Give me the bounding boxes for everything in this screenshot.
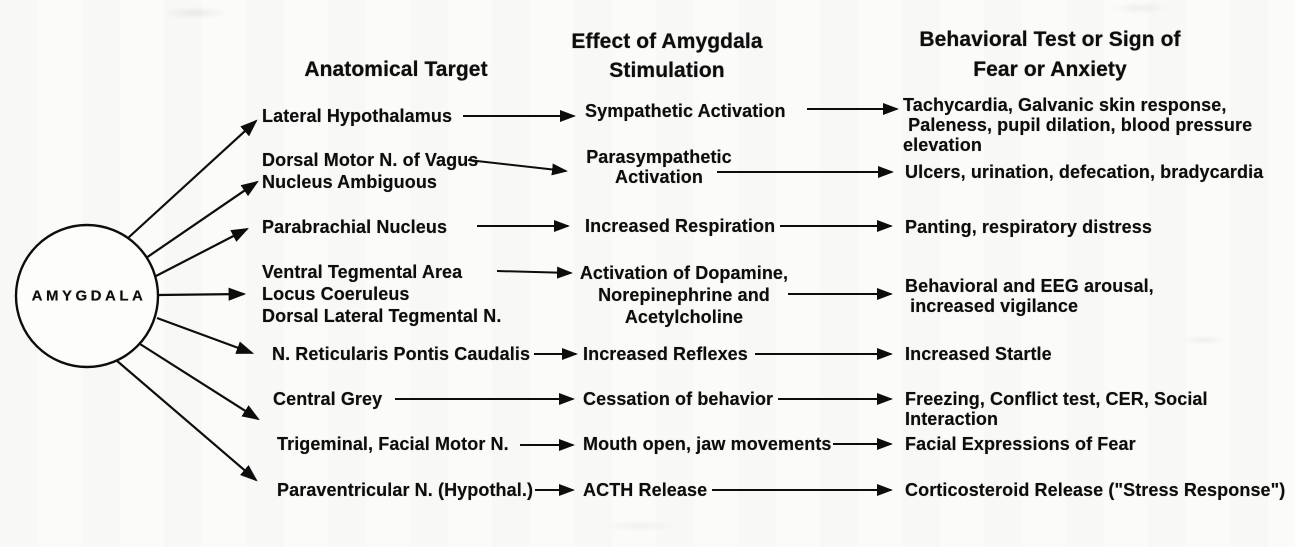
amygdala-node-label: AMYGDALA xyxy=(31,287,147,305)
projection-arrow-central-grey xyxy=(139,343,260,421)
target-trigeminal-facial: Trigeminal, Facial Motor N. xyxy=(277,434,509,454)
effect-increased-respiration: Increased Respiration xyxy=(585,216,776,236)
behavior-ulcers: Ulcers, urination, defecation, bradycard… xyxy=(905,162,1264,182)
behavior-panting: Panting, respiratory distress xyxy=(905,217,1152,237)
projection-arrow-nucleus-ambiguous xyxy=(145,180,259,259)
behavior-facial-expressions: Facial Expressions of Fear xyxy=(905,434,1136,454)
arrow-row4-a xyxy=(496,266,573,279)
projection-arrow-reticularis xyxy=(156,316,255,355)
behavior-corticosteroid-release: Corticosteroid Release ("Stress Response… xyxy=(905,480,1286,500)
amygdala-projection-arrows xyxy=(115,119,260,482)
column-header-effect-of-stimulation: Effect of Amygdala Stimulation xyxy=(571,30,763,82)
amygdala-node-circle xyxy=(14,223,160,369)
effect-mouth-open: Mouth open, jaw movements xyxy=(583,434,832,454)
target-to-effect-arrows xyxy=(395,110,578,496)
effect-increased-reflexes: Increased Reflexes xyxy=(583,344,748,364)
target-dorsal-motor-vagus: Dorsal Motor N. of Vagus Nucleus Ambiguo… xyxy=(262,150,479,192)
behavior-eeg-arousal: Behavioral and EEG arousal, increased vi… xyxy=(905,276,1154,316)
target-lateral-hypothalamus: Lateral Hypothalamus xyxy=(262,106,453,126)
projection-arrow-locus-coeruleus xyxy=(157,287,247,301)
projection-arrow-paraventricular xyxy=(115,359,258,482)
effect-parasympathetic-activation: Parasympathetic Activation xyxy=(586,147,732,187)
column-header-anatomical-target: Anatomical Target xyxy=(304,58,488,81)
target-central-grey: Central Grey xyxy=(273,389,383,409)
behavior-freezing: Freezing, Conflict test, CER, Social Int… xyxy=(905,389,1213,429)
target-parabrachial-nucleus: Parabrachial Nucleus xyxy=(262,217,448,237)
effect-activation-dopamine: Activation of Dopamine, Norepinephrine a… xyxy=(579,263,789,327)
target-reticularis-pontis: N. Reticularis Pontis Caudalis xyxy=(272,344,531,364)
column-header-behavioral-test: Behavioral Test or Sign of Fear or Anxie… xyxy=(919,28,1181,81)
arrow-row2-a xyxy=(467,159,568,176)
effect-sympathetic-activation: Sympathetic Activation xyxy=(585,101,786,121)
behavior-increased-startle: Increased Startle xyxy=(905,344,1052,364)
target-paraventricular: Paraventricular N. (Hypothal.) xyxy=(277,480,534,500)
behavior-tachycardia: Tachycardia, Galvanic skin response, Pal… xyxy=(903,95,1253,155)
target-ventral-tegmental: Ventral Tegmental Area Locus Coeruleus D… xyxy=(262,262,502,326)
effect-cessation-behavior: Cessation of behavior xyxy=(583,389,774,409)
projection-arrow-lateral-hypothalamus xyxy=(127,119,258,239)
effect-acth-release: ACTH Release xyxy=(583,480,708,500)
projection-arrow-parabrachial xyxy=(155,227,249,277)
effect-to-behavior-arrows xyxy=(712,103,899,496)
